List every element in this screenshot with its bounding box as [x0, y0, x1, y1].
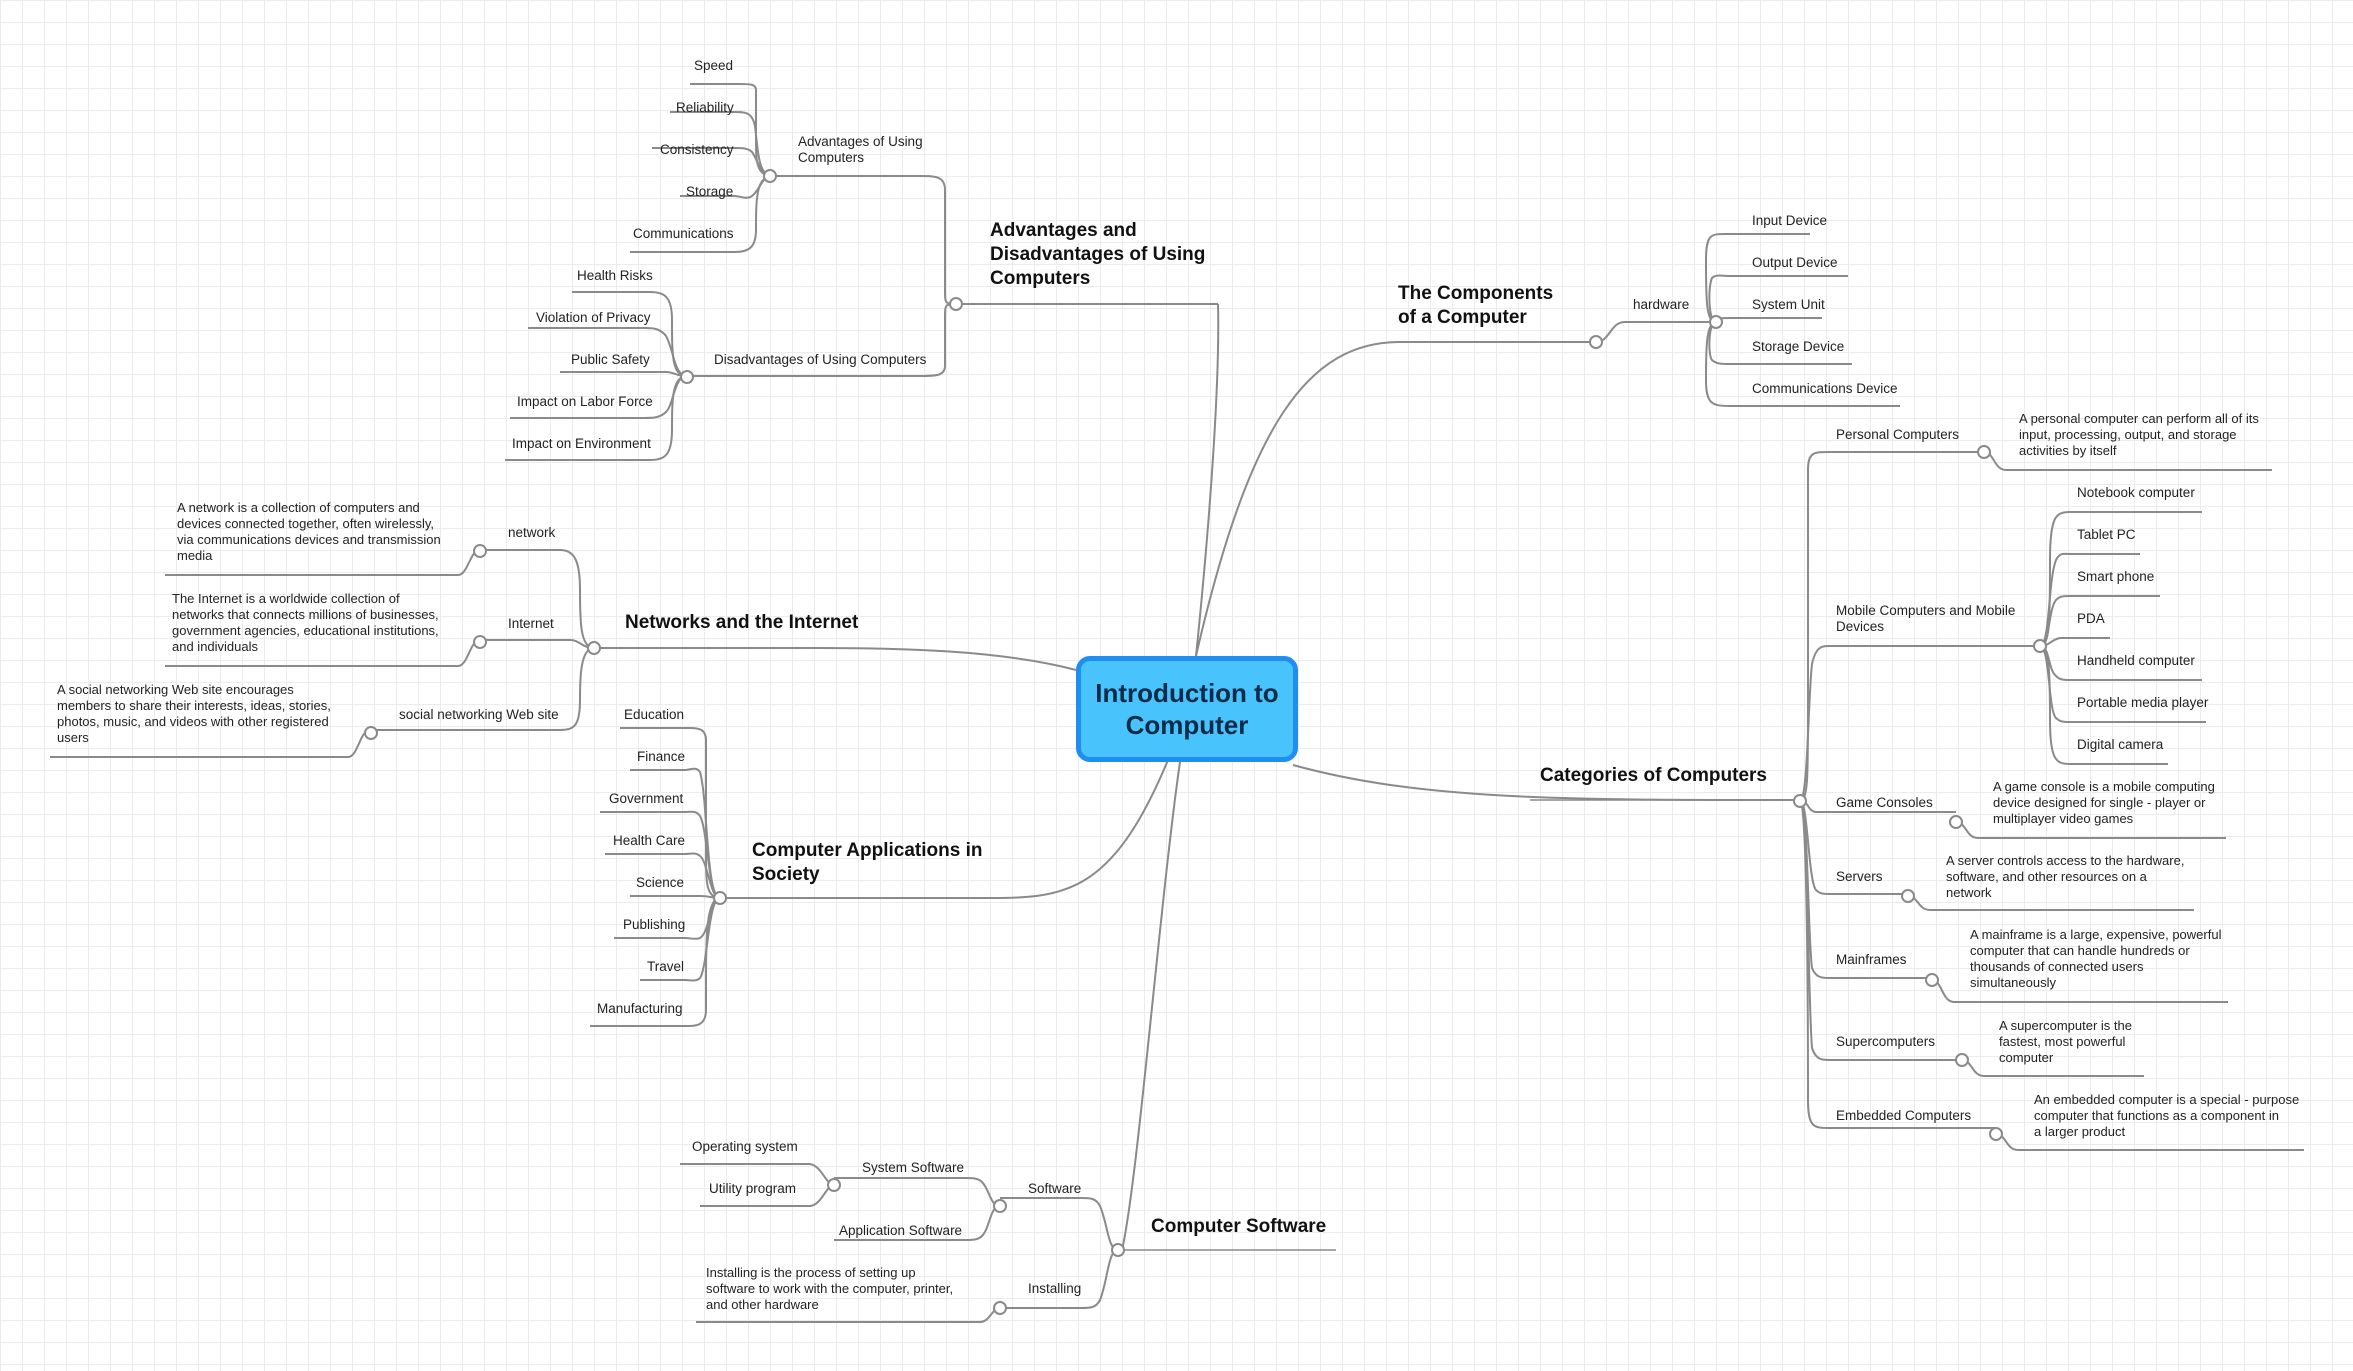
application-item[interactable]: Health Care	[613, 833, 685, 848]
network-label[interactable]: network	[508, 525, 556, 540]
disadvantage-item[interactable]: Public Safety	[571, 352, 650, 367]
disadvantage-item[interactable]: Health Risks	[577, 268, 653, 283]
category-servers-description[interactable]: A server controls access to the hardware…	[1946, 853, 2188, 900]
category-personal-label[interactable]: Personal Computers	[1836, 427, 1959, 442]
advantage-item[interactable]: Speed	[694, 58, 733, 73]
component-item[interactable]: Output Device	[1752, 255, 1838, 270]
component-item[interactable]: System Unit	[1752, 297, 1825, 312]
category-mainframes-label[interactable]: Mainframes	[1836, 952, 1907, 967]
application-item[interactable]: Science	[636, 875, 684, 890]
advantage-item[interactable]: Communications	[633, 226, 734, 241]
advantage-item[interactable]: Storage	[686, 184, 733, 199]
disadvantage-item[interactable]: Impact on Labor Force	[517, 394, 653, 409]
category-game-description[interactable]: A game console is a mobile computing dev…	[1993, 779, 2218, 826]
mobile-item[interactable]: Notebook computer	[2077, 485, 2195, 500]
installing-label[interactable]: Installing	[1028, 1281, 1081, 1296]
social-networking-description[interactable]: A social networking Web site encourages …	[57, 682, 334, 745]
advantages-group-label[interactable]: Advantages of Using Computers	[798, 134, 926, 165]
mobile-item[interactable]: Portable media player	[2077, 695, 2209, 710]
branch-title-networks[interactable]: Networks and the Internet	[625, 612, 859, 633]
internet-description[interactable]: The Internet is a worldwide collection o…	[172, 591, 442, 654]
component-item[interactable]: Input Device	[1752, 213, 1827, 228]
category-supercomputers-description[interactable]: A supercomputer is the fastest, most pow…	[1999, 1018, 2136, 1065]
installing-description[interactable]: Installing is the process of setting up …	[706, 1265, 957, 1312]
branch-networks	[50, 544, 601, 758]
application-item[interactable]: Publishing	[623, 917, 685, 932]
internet-label[interactable]: Internet	[508, 616, 554, 631]
software-label[interactable]: Software	[1028, 1181, 1081, 1196]
branch-applications	[590, 727, 727, 1027]
mobile-item[interactable]: Digital camera	[2077, 737, 2164, 752]
mobile-item[interactable]: Smart phone	[2077, 569, 2154, 584]
network-description[interactable]: A network is a collection of computers a…	[177, 500, 444, 563]
application-item[interactable]: Manufacturing	[597, 1001, 683, 1016]
application-item[interactable]: Education	[624, 707, 684, 722]
mobile-item[interactable]: Tablet PC	[2077, 527, 2136, 542]
branch-title-applications[interactable]: Computer Applications in Society	[752, 840, 988, 885]
category-mainframes-description[interactable]: A mainframe is a large, expensive, power…	[1970, 927, 2225, 990]
mobile-item[interactable]: PDA	[2077, 611, 2105, 626]
disadvantage-item[interactable]: Violation of Privacy	[536, 310, 651, 325]
category-servers-label[interactable]: Servers	[1836, 869, 1883, 884]
disadvantage-item[interactable]: Impact on Environment	[512, 436, 651, 451]
application-item[interactable]: Government	[609, 791, 684, 806]
branch-components	[1589, 232, 1900, 407]
social-networking-label[interactable]: social networking Web site	[399, 707, 559, 722]
branch-title-advantages[interactable]: Advantages and Disadvantages of Using Co…	[990, 220, 1211, 289]
branch-categories	[1530, 445, 2304, 1151]
hardware-label[interactable]: hardware	[1633, 297, 1689, 312]
category-embedded-description[interactable]: An embedded computer is a special - purp…	[2034, 1092, 2303, 1139]
system-software-item[interactable]: Operating system	[692, 1139, 798, 1154]
branch-title-components[interactable]: The Components of a Computer	[1398, 283, 1558, 328]
mobile-item[interactable]: Handheld computer	[2077, 653, 2195, 668]
category-personal-description[interactable]: A personal computer can perform all of i…	[2019, 411, 2263, 458]
central-topic[interactable]: Introduction to Computer	[1076, 656, 1298, 762]
advantage-item[interactable]: Consistency	[660, 142, 734, 157]
branch-title-software[interactable]: Computer Software	[1151, 1216, 1326, 1237]
branch-title-categories[interactable]: Categories of Computers	[1540, 765, 1767, 786]
branch-advantages	[505, 83, 1218, 461]
system-software-item[interactable]: Utility program	[709, 1181, 796, 1196]
component-item[interactable]: Communications Device	[1752, 381, 1898, 396]
category-game-label[interactable]: Game Consoles	[1836, 795, 1933, 810]
category-supercomputers-label[interactable]: Supercomputers	[1836, 1034, 1935, 1049]
application-item[interactable]: Travel	[647, 959, 684, 974]
category-mobile-label[interactable]: Mobile Computers and Mobile Devices	[1836, 603, 2019, 634]
component-item[interactable]: Storage Device	[1752, 339, 1844, 354]
branch-software	[680, 1163, 1336, 1323]
application-item[interactable]: Finance	[637, 749, 685, 764]
application-software-label[interactable]: Application Software	[839, 1223, 962, 1238]
system-software-label[interactable]: System Software	[862, 1160, 964, 1175]
disadvantages-group-label[interactable]: Disadvantages of Using Computers	[714, 352, 927, 367]
advantage-item[interactable]: Reliability	[676, 100, 734, 115]
category-embedded-label[interactable]: Embedded Computers	[1836, 1108, 1971, 1123]
